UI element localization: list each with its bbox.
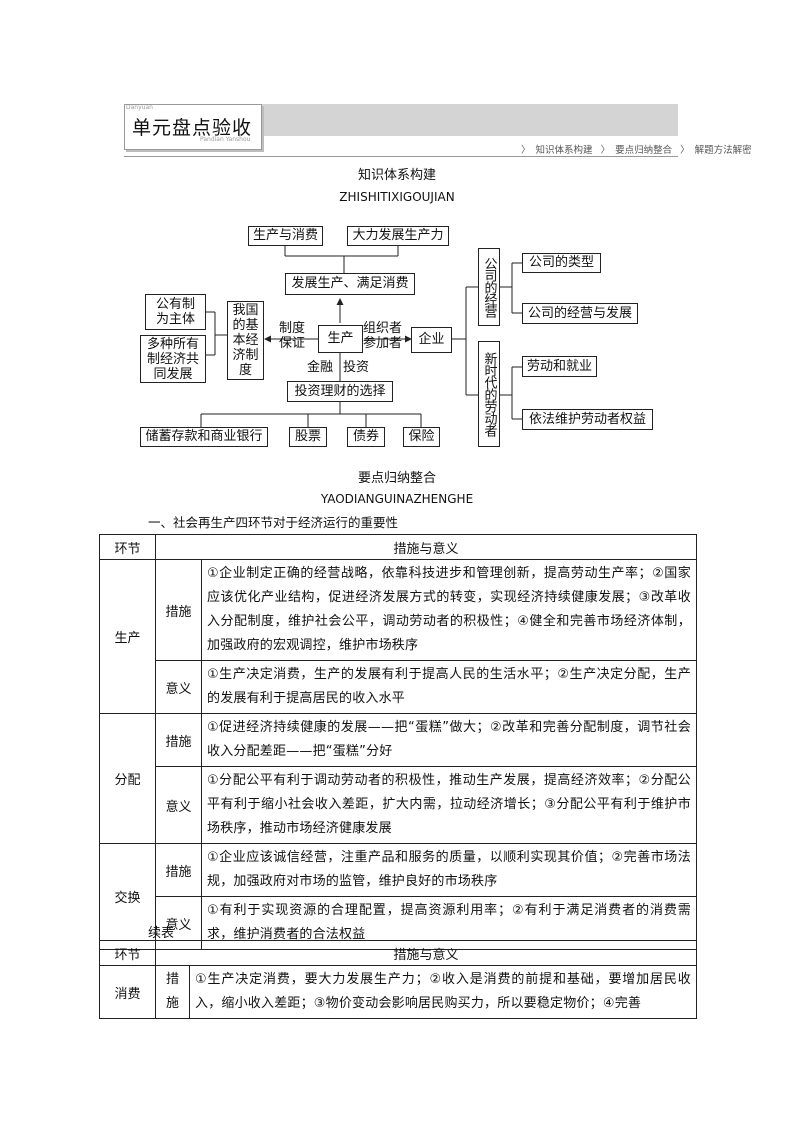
nav-arrow-icon: 〉 bbox=[521, 145, 531, 156]
table-row: 意义 ①分配公平有利于调动劳动者的积极性，推动生产发展，提高经济效率；②分配公平… bbox=[100, 766, 697, 844]
table-row: 生产 措施 ①企业制定正确的经营战略，依靠科技进步和管理创新，提高劳动生产率；②… bbox=[99, 559, 697, 714]
continued-label: 续表 bbox=[148, 926, 175, 941]
box-stocks: 股票 bbox=[289, 427, 327, 447]
box-develop-production: 发展生产、满足消费 bbox=[285, 273, 415, 295]
section-title-summary: 要点归纳整合 bbox=[357, 471, 436, 486]
banner-english-bottom: Pandian Yanshou bbox=[200, 136, 251, 143]
nav-item-knowledge[interactable]: 知识体系构建 bbox=[535, 145, 593, 156]
banner-title-box bbox=[124, 104, 262, 150]
label-investment: 投资 bbox=[343, 360, 370, 375]
box-public-ownership: 公有制为主体 bbox=[145, 294, 206, 330]
box-company-types: 公司的类型 bbox=[522, 253, 601, 273]
header-link: 环节 bbox=[99, 534, 156, 560]
cell-measure-label: 措施 bbox=[155, 713, 202, 767]
box-company-operations: 公司的经营 bbox=[478, 248, 500, 326]
sub-heading: 一、社会再生产四环节对于经济运行的重要性 bbox=[148, 515, 399, 530]
cell-measure-text: ①促进经济持续健康的发展——把“蛋糕”做大；②改革和完善分配制度，调节社会收入分… bbox=[201, 713, 697, 767]
box-develop-productivity: 大力发展生产力 bbox=[347, 226, 449, 246]
cell-meaning-label: 意义 bbox=[155, 660, 202, 714]
table-header-row: 环节 措施与意义 bbox=[99, 940, 697, 966]
box-labor-employment: 劳动和就业 bbox=[522, 356, 597, 377]
table-row: 消费 措施 ①生产决定消费，要大力发展生产力；②收入是消费的前提和基础，要增加居… bbox=[99, 965, 697, 1019]
label-organizer-participant: 组织者参加者 bbox=[363, 321, 403, 351]
section-pinyin-knowledge: ZHISHITIXIGOUJIAN bbox=[339, 190, 455, 204]
table-row: 意义 ①生产决定消费，生产的发展有利于提高人民的生活水平；②生产决定分配，生产的… bbox=[100, 660, 697, 714]
banner-rule bbox=[124, 156, 678, 157]
box-new-era-workers: 新时代的劳动者 bbox=[478, 341, 500, 447]
cell-meaning-text: ①生产决定消费，生产的发展有利于提高人民的生活水平；②生产决定分配，生产的发展有… bbox=[201, 660, 697, 714]
cell-measure-label: 措施 bbox=[155, 965, 190, 1019]
header-link: 环节 bbox=[99, 940, 156, 966]
cell-measure-text: ①生产决定消费，要大力发展生产力；②收入是消费的前提和基础，要增加居民收入，缩小… bbox=[189, 965, 697, 1019]
box-investment-choice: 投资理财的选择 bbox=[287, 381, 393, 402]
box-worker-rights: 依法维护劳动者权益 bbox=[522, 409, 653, 430]
table-row: 交换 措施 ①企业应该诚信经营，注重产品和服务的质量，以顺利实现其价值；②完善市… bbox=[99, 843, 697, 950]
measure-label-text: 措施 bbox=[166, 972, 180, 1011]
table-row: 分配 措施 ①促进经济持续健康的发展——把“蛋糕”做大；②改革和完善分配制度，调… bbox=[99, 713, 697, 844]
label-finance: 金融 bbox=[307, 360, 334, 375]
box-company-development: 公司的经营与发展 bbox=[522, 303, 638, 324]
label-system-guarantee: 制度保证 bbox=[279, 321, 306, 351]
cell-measure-label: 措施 bbox=[155, 559, 202, 661]
header-measure-meaning: 措施与意义 bbox=[155, 534, 697, 560]
nav-item-methods[interactable]: 解题方法解密 bbox=[694, 145, 752, 156]
box-savings-banks: 储蓄存款和商业银行 bbox=[140, 427, 268, 447]
cell-measure-label: 措施 bbox=[155, 843, 202, 897]
banner-english-top: Danyuan bbox=[126, 104, 153, 111]
box-production-consumption: 生产与消费 bbox=[248, 226, 323, 246]
row-link-production: 生产 bbox=[99, 559, 156, 714]
cell-meaning-text: ①分配公平有利于调动劳动者的积极性，推动生产发展，提高经济效率；②分配公平有利于… bbox=[201, 766, 697, 844]
box-basic-economic-system: 我国的基本经济制度 bbox=[227, 301, 264, 380]
cell-measure-text: ①企业制定正确的经营战略，依靠科技进步和管理创新，提高劳动生产率；②国家应该优化… bbox=[201, 559, 697, 661]
box-bonds: 债券 bbox=[347, 427, 385, 447]
header-measure-meaning: 措施与意义 bbox=[155, 940, 697, 966]
banner-title: 单元盘点验收 bbox=[132, 117, 253, 139]
cell-meaning-label: 意义 bbox=[155, 766, 202, 844]
row-link-consumption: 消费 bbox=[99, 965, 156, 1019]
table-header-row: 环节 措施与意义 bbox=[99, 534, 697, 560]
reproduction-table-continued: 环节 措施与意义 消费 措施 ①生产决定消费，要大力发展生产力；②收入是消费的前… bbox=[99, 940, 697, 1019]
nav-arrow-icon: 〉 bbox=[680, 145, 690, 156]
banner-nav: 〉知识体系构建 〉要点归纳整合 〉解题方法解密 bbox=[516, 142, 752, 156]
nav-item-summary[interactable]: 要点归纳整合 bbox=[615, 145, 673, 156]
knowledge-diagram: 生产与消费 大力发展生产力 发展生产、满足消费 公有制为主体 多种所有制经济共同… bbox=[0, 215, 794, 450]
reproduction-table: 环节 措施与意义 生产 措施 ①企业制定正确的经营战略，依靠科技进步和管理创新，… bbox=[99, 534, 697, 950]
box-insurance: 保险 bbox=[403, 427, 440, 447]
nav-arrow-icon: 〉 bbox=[600, 145, 611, 156]
box-multiple-ownership: 多种所有制经济共同发展 bbox=[140, 335, 206, 383]
diagram-connectors bbox=[200, 246, 522, 427]
box-enterprise: 企业 bbox=[411, 327, 452, 353]
box-production: 生产 bbox=[318, 325, 363, 353]
cell-measure-text: ①企业应该诚信经营，注重产品和服务的质量，以顺利实现其价值；②完善市场法规，加强… bbox=[201, 843, 697, 897]
row-link-distribution: 分配 bbox=[99, 713, 156, 844]
section-pinyin-summary: YAODIANGUINAZHENGHE bbox=[320, 492, 474, 506]
section-title-knowledge: 知识体系构建 bbox=[357, 168, 436, 183]
